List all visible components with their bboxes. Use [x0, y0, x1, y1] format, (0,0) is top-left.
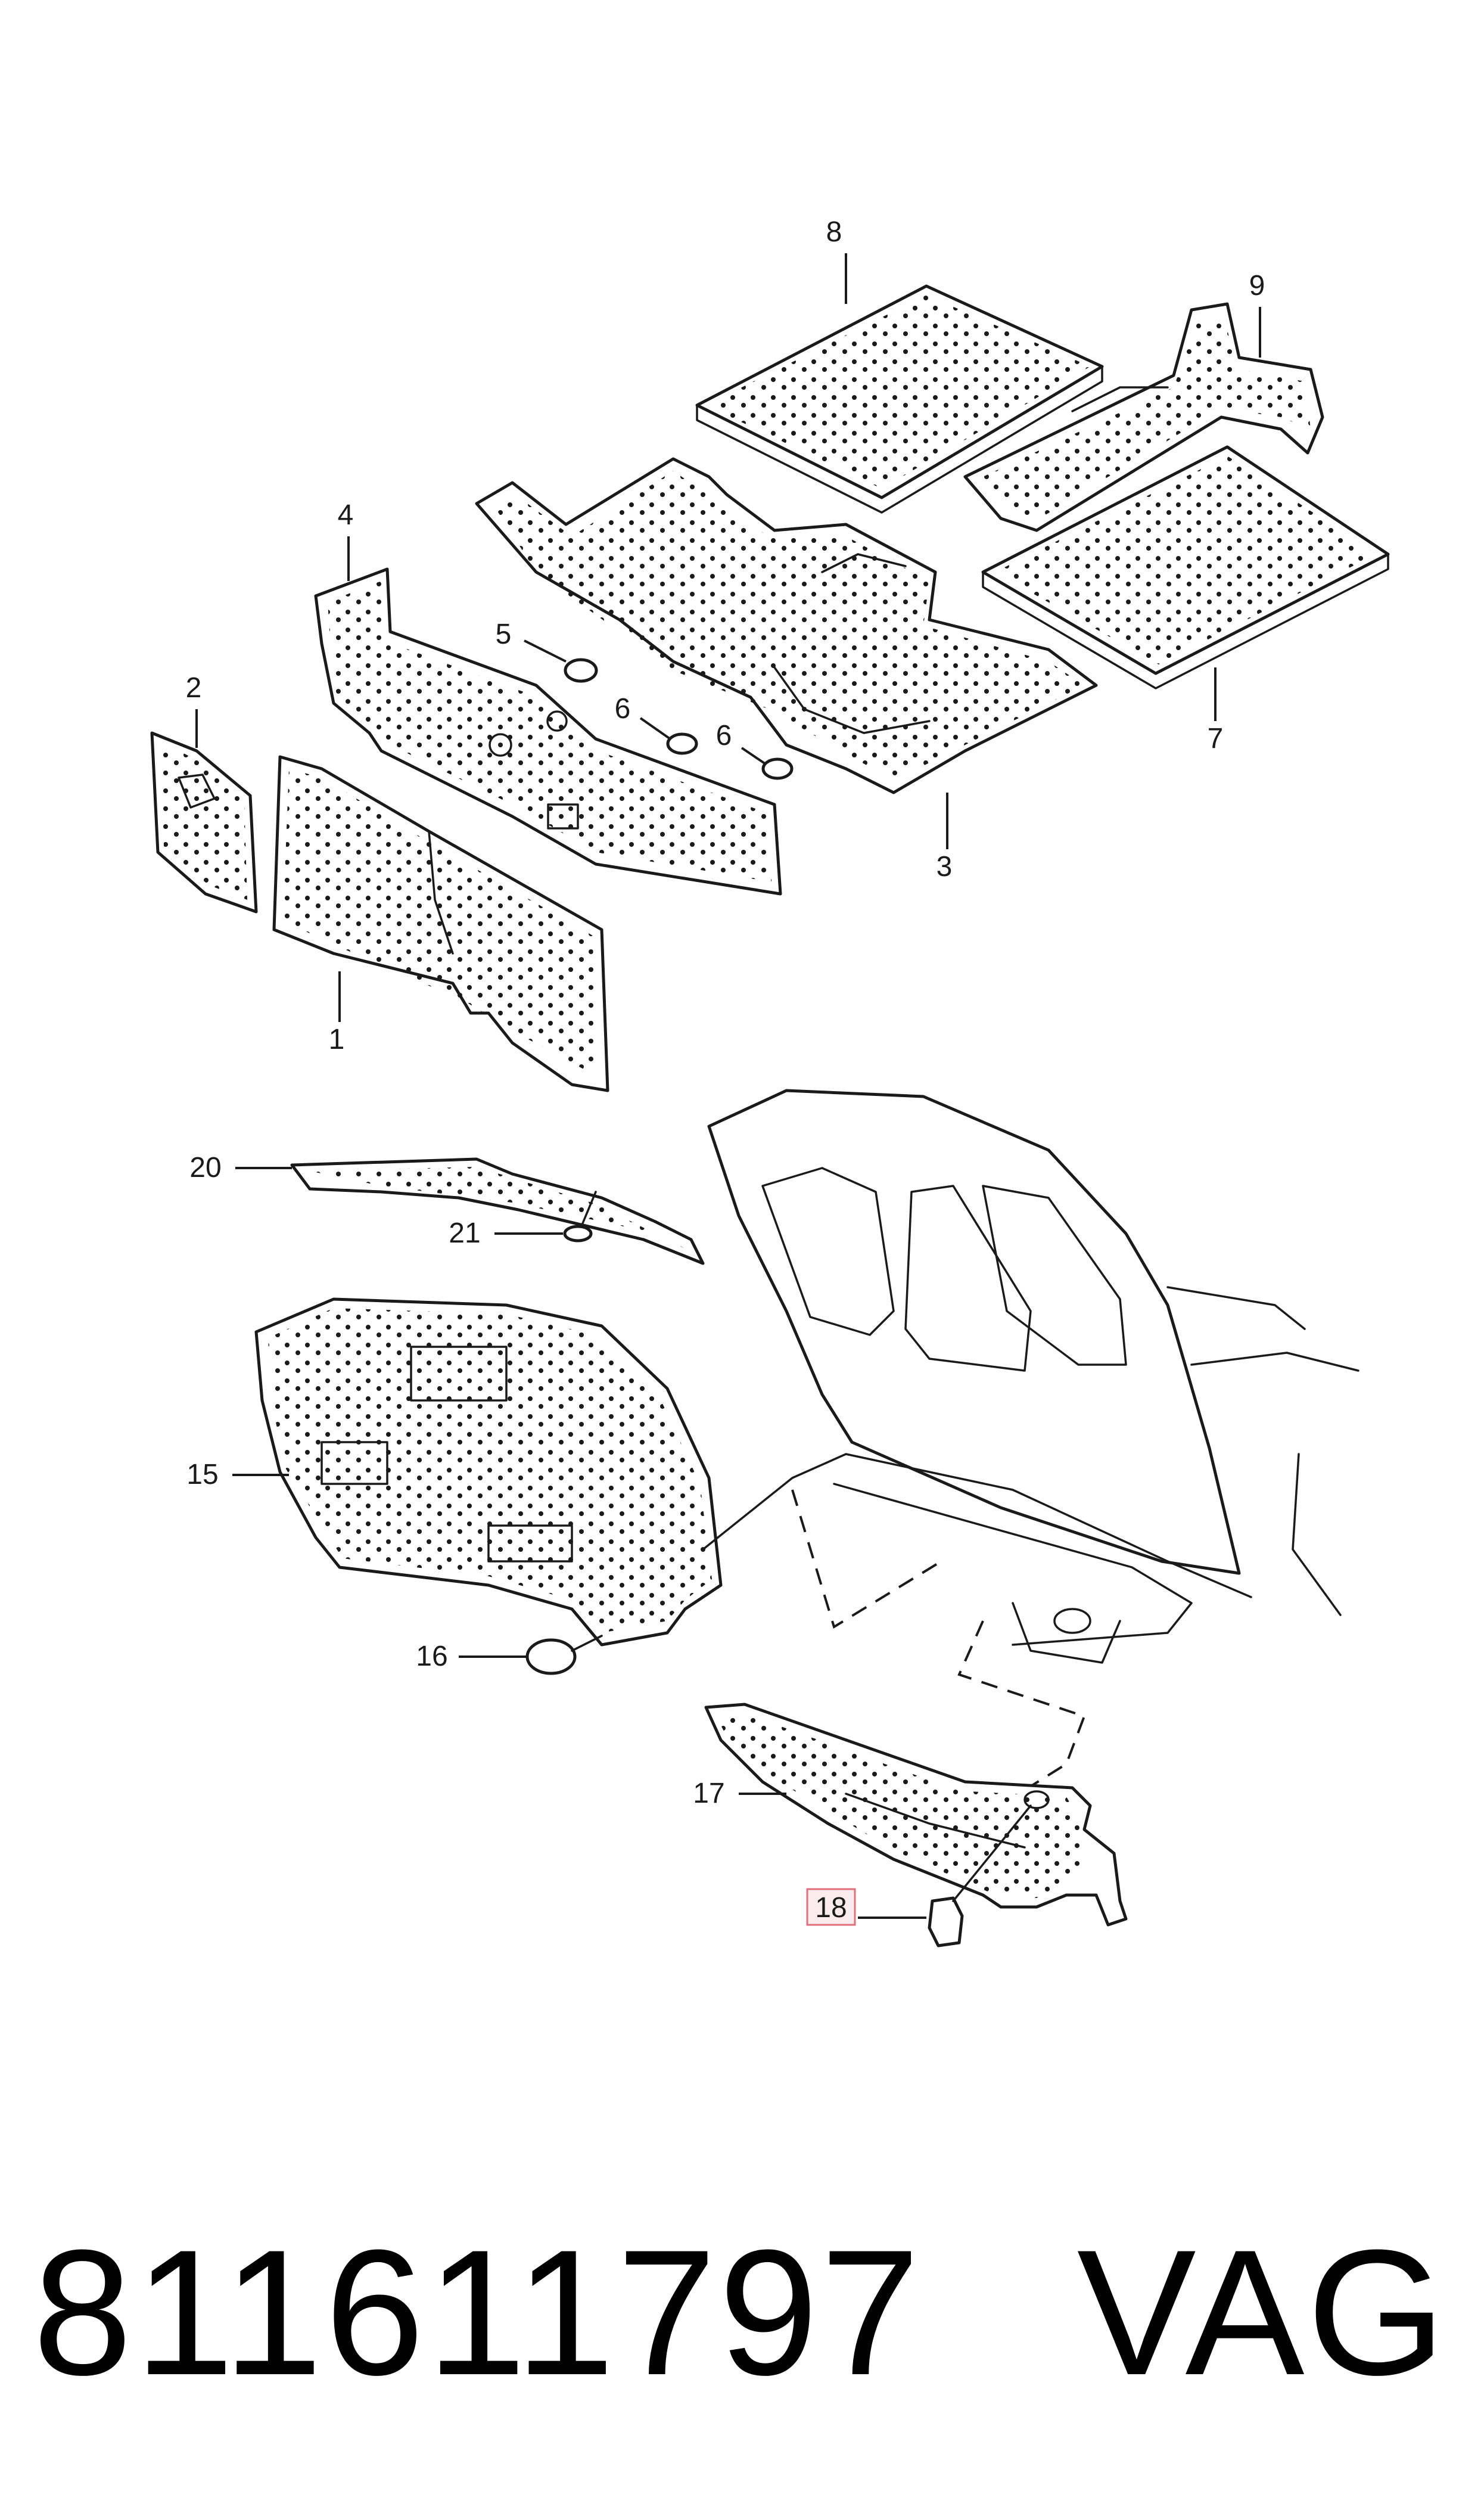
svg-text:4: 4	[338, 499, 354, 531]
callout-15: 15	[186, 1459, 289, 1490]
callout-6a: 6	[615, 693, 671, 740]
part-8-floor-insulation	[695, 284, 1104, 514]
svg-text:8: 8	[826, 216, 842, 248]
part-6-grommet-b	[761, 757, 794, 780]
part-3-floor-insulation	[475, 457, 1098, 794]
part-18-clip	[928, 1804, 1032, 1948]
svg-text:20: 20	[189, 1152, 221, 1184]
svg-text:6: 6	[716, 720, 732, 751]
part-5-grommet	[564, 658, 598, 683]
callout-9: 9	[1249, 270, 1265, 358]
reference-dashed-lines	[791, 1489, 1086, 1795]
callout-7: 7	[1208, 667, 1224, 754]
part-17-insulation	[704, 1703, 1128, 1927]
svg-text:7: 7	[1208, 723, 1224, 754]
callout-8: 8	[826, 216, 847, 304]
part-1-insulation-panel	[272, 755, 609, 1092]
callout-18-highlighted: 18	[806, 1888, 926, 1926]
callout-3: 3	[937, 793, 953, 883]
callout-1: 1	[329, 971, 345, 1055]
svg-text:17: 17	[693, 1778, 724, 1809]
svg-text:3: 3	[937, 851, 953, 883]
part-7-floor-insulation	[981, 445, 1390, 689]
callout-5: 5	[496, 619, 567, 663]
callout-20: 20	[189, 1152, 292, 1184]
svg-text:5: 5	[496, 619, 512, 650]
part-6-grommet-a	[666, 732, 698, 755]
callout-2: 2	[186, 672, 202, 748]
callout-4: 4	[338, 499, 354, 581]
callout-21: 21	[449, 1217, 563, 1249]
part-21-clip	[563, 1191, 597, 1243]
callout-16: 16	[416, 1641, 527, 1672]
parts-diagram: 8 9 4 5 6 6 2 1 3 7 20 21	[150, 216, 1390, 1948]
part-16-clip	[525, 1635, 603, 1675]
callout-6b: 6	[716, 720, 767, 765]
svg-text:9: 9	[1249, 270, 1265, 302]
part-4-bulkhead-insulation	[314, 567, 782, 896]
svg-text:21: 21	[449, 1217, 480, 1249]
part-9-tunnel-insulation	[963, 302, 1324, 532]
part-15-bonnet-insulation	[254, 1297, 723, 1647]
part-20-insulation-strip	[290, 1157, 705, 1265]
svg-text:6: 6	[615, 693, 631, 725]
brand-name: VAG	[1077, 2212, 1448, 2412]
svg-text:18: 18	[815, 1892, 847, 1924]
svg-text:15: 15	[186, 1459, 218, 1490]
part-2-side-panel	[150, 731, 258, 914]
svg-text:1: 1	[329, 1024, 345, 1055]
footer: 811611797 VAG	[0, 2205, 1484, 2419]
svg-text:16: 16	[416, 1641, 447, 1672]
svg-text:2: 2	[186, 672, 202, 704]
open-bonnet-engine-bay	[702, 1089, 1359, 1664]
callout-17: 17	[693, 1778, 786, 1809]
part-number: 811611797	[33, 2212, 923, 2412]
